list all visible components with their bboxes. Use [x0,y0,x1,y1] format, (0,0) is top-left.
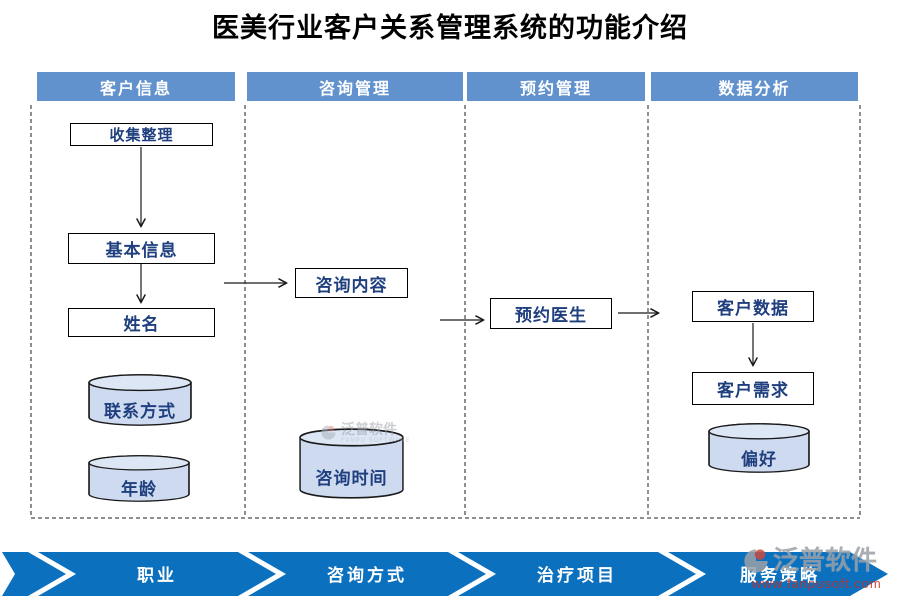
node-consult-content: 咨询内容 [295,268,408,298]
column-header-data-analysis: 数据分析 [651,72,858,101]
cylinder-shape [88,374,192,426]
node-customer-data: 客户数据 [692,291,814,322]
node-name: 姓名 [68,308,215,337]
cylinder-label: 偏好 [741,450,777,469]
watermark-center: 泛普软件 FANPU SOFTWARE [320,424,410,445]
flow-arrows [141,147,753,365]
fanpu-logo-icon [321,425,336,440]
column-header-consult-mgmt: 咨询管理 [247,72,463,101]
chevron-occupation [38,552,276,596]
chevron-treatment [458,552,696,596]
watermark-name: 泛普软件 [773,546,878,575]
column-header-customer-info: 客户信息 [37,72,235,101]
chevron-lead-tip [2,552,66,596]
cylinder-label: 联系方式 [104,402,176,422]
column-header-booking-mgmt: 预约管理 [467,72,645,101]
fanpu-logo-icon [744,549,768,573]
cylinder-contact-method: 联系方式 [88,374,192,426]
watermark-name: 泛普软件 [341,423,397,438]
bottom-banner-chevrons [2,552,888,596]
banner-label-treatment: 治疗项目 [537,565,617,585]
cylinder-label: 年龄 [121,479,157,499]
cylinder-age: 年龄 [88,455,190,502]
cylinder-label: 咨询时间 [315,469,388,489]
cylinder-preference: 偏好 [708,423,810,473]
node-collect-organize: 收集整理 [70,123,213,146]
cylinder-shape [88,455,190,502]
chevron-consult-way [248,552,486,596]
node-customer-demand: 客户需求 [692,372,814,405]
banner-label-consult-way: 咨询方式 [327,565,407,585]
cylinder-shape [708,423,810,473]
banner-label-occupation: 职业 [137,565,177,585]
node-booking-doctor: 预约医生 [490,298,612,329]
watermark-caption: FANPU SOFTWARE [341,438,411,444]
node-basic-info: 基本信息 [68,233,215,264]
watermark-url: www.fanpusoft.com [752,576,882,591]
chevron-service-strategy [668,552,888,596]
watermark-corner: 泛普软件 www.fanpusoft.com [742,547,882,591]
page-title: 医美行业客户关系管理系统的功能介绍 [212,13,688,43]
